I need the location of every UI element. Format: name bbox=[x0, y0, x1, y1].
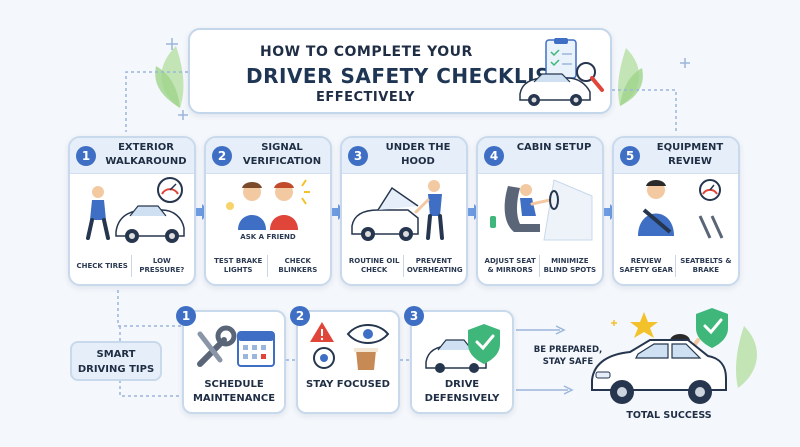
step-item: Low Pressure? bbox=[139, 257, 185, 274]
car-shield-icon bbox=[425, 324, 500, 373]
title-line-1: How to Complete Your bbox=[260, 44, 473, 60]
tip-number-badge: 1 bbox=[176, 306, 196, 326]
step-item: Review Safety Gear bbox=[619, 257, 673, 274]
step-caption: Ask a Friend bbox=[240, 233, 296, 241]
tip-number-badge: 2 bbox=[290, 306, 310, 326]
step-item: Minimize Blind Spots bbox=[543, 257, 597, 274]
step-number-badge: 5 bbox=[620, 146, 640, 166]
item-divider bbox=[675, 255, 677, 277]
tip-card-3: 3 Drive Defensively bbox=[404, 306, 514, 414]
step-item: Prevent Overheating bbox=[406, 257, 463, 274]
two-people-icon bbox=[226, 179, 310, 230]
step-header: 3 Under the Hood bbox=[342, 138, 466, 174]
title-line-2: Driver Safety Checklist bbox=[246, 64, 565, 88]
step-items: Review Safety Gear Seatbelts & Brake bbox=[618, 250, 734, 282]
step-card-5: 5 Equipment Review Review Safety Gear Se… bbox=[612, 136, 740, 286]
step-items: Test Brake Lights Check Blinkers bbox=[210, 250, 326, 282]
leaf-decoration-bottom-right-icon bbox=[736, 326, 757, 388]
be-prepared-text: Be Prepared, Stay Safe bbox=[533, 345, 603, 367]
smart-driving-tips-label: Smart Driving Tips bbox=[70, 341, 162, 381]
step-number-badge: 3 bbox=[348, 146, 368, 166]
car-tire-gauge-icon bbox=[86, 177, 185, 243]
tip-card-1: 1 Schedule Maintenance bbox=[176, 306, 286, 414]
item-divider bbox=[539, 255, 541, 277]
sparkle-icon bbox=[680, 58, 690, 68]
step-header: 2 Signal Verification bbox=[206, 138, 330, 174]
step-item: Test Brake Lights bbox=[214, 257, 263, 274]
step-item: Check Tires bbox=[76, 261, 128, 270]
step-item: Adjust Seat & Mirrors bbox=[484, 257, 536, 274]
step-item: Check Blinkers bbox=[278, 257, 318, 274]
step-number-badge: 2 bbox=[212, 146, 232, 166]
step-items: Check Tires Low Pressure? bbox=[74, 250, 190, 282]
sparkle-icon bbox=[178, 110, 188, 120]
item-divider bbox=[403, 255, 405, 277]
arrow-right-icon bbox=[196, 204, 210, 220]
wrench-calendar-icon bbox=[197, 325, 275, 367]
driver-seat-icon bbox=[490, 179, 593, 241]
tip-label: Schedule Maintenance bbox=[192, 379, 276, 404]
item-divider bbox=[131, 255, 133, 277]
car-clipboard-magnifier-icon bbox=[519, 38, 604, 106]
title-card: How to Complete Your Driver Safety Check… bbox=[188, 28, 612, 114]
step-header: 5 Equipment Review bbox=[614, 138, 738, 174]
tip-label: Stay Focused bbox=[306, 379, 390, 390]
step-header: 4 Cabin Setup bbox=[478, 138, 602, 174]
step-items: Routine Oil Check Prevent Overheating bbox=[346, 250, 463, 282]
step-title: Signal Verification bbox=[242, 142, 322, 167]
arrow-right-icon bbox=[604, 204, 618, 220]
item-divider bbox=[267, 255, 269, 277]
step-title: Cabin Setup bbox=[516, 142, 592, 153]
step-item: Routine Oil Check bbox=[348, 257, 400, 274]
step-item: Seatbelts & Brake bbox=[680, 257, 732, 274]
step-card-4: 4 Cabin Setup Adjust Seat & Mirrors Mini… bbox=[476, 136, 604, 286]
step-card-1: 1 Exterior Walkaround Check Tires Low Pr… bbox=[68, 136, 196, 286]
open-hood-car-icon bbox=[351, 180, 444, 241]
tip-number-badge: 3 bbox=[404, 306, 424, 326]
step-items: Adjust Seat & Mirrors Minimize Blind Spo… bbox=[482, 250, 598, 282]
total-success-text: Total Success bbox=[626, 410, 712, 421]
arrow-right-icon bbox=[468, 204, 482, 220]
step-card-2: 2 Signal Verification Ask a Friend Test … bbox=[204, 136, 332, 286]
success-car-driver-icon bbox=[591, 308, 728, 404]
leaf-decoration-left-icon bbox=[155, 46, 184, 108]
step-header: 1 Exterior Walkaround bbox=[70, 138, 194, 174]
leaf-decoration-right-icon bbox=[618, 48, 643, 106]
tip-label: Drive Defensively bbox=[424, 379, 500, 404]
step-title: Equipment Review bbox=[656, 142, 724, 167]
seatbelt-person-icon bbox=[638, 179, 724, 239]
step-title: Under the Hood bbox=[385, 142, 451, 167]
title-line-3: Effectively bbox=[316, 90, 415, 105]
step-number-badge: 1 bbox=[76, 146, 96, 166]
step-number-badge: 4 bbox=[484, 146, 504, 166]
sparkle-icon bbox=[166, 38, 178, 50]
step-card-3: 3 Under the Hood Routine Oil Check Preve… bbox=[340, 136, 468, 286]
tip-card-2: 2 Stay Focused bbox=[290, 306, 400, 414]
step-title: Exterior Walkaround bbox=[105, 142, 187, 167]
arrow-right-icon bbox=[332, 204, 346, 220]
eye-warning-coffee-icon bbox=[310, 322, 390, 370]
